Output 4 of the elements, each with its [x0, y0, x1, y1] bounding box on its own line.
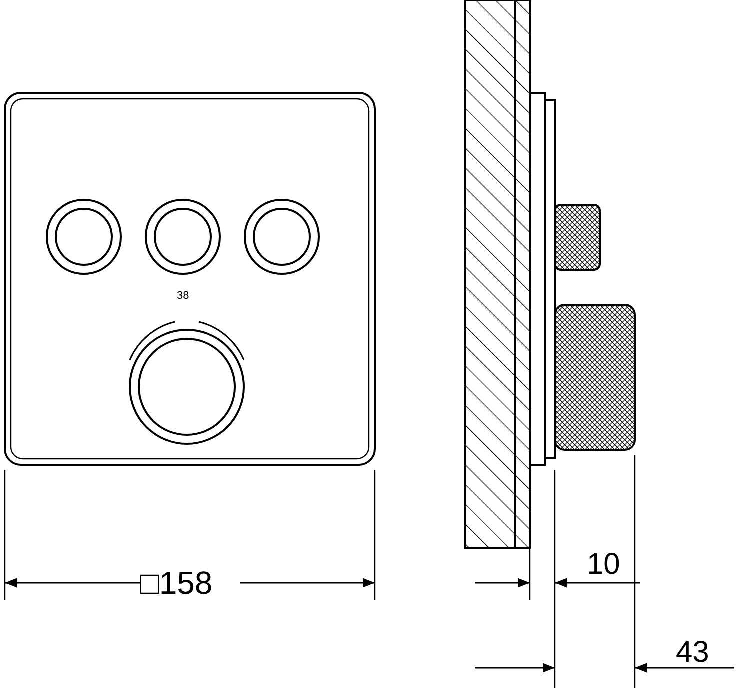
dimension-label: 10 — [587, 550, 620, 580]
dimension-label: 43 — [676, 638, 710, 668]
dimension-label: □158 — [140, 567, 213, 599]
scale-number: 38 — [177, 291, 190, 302]
